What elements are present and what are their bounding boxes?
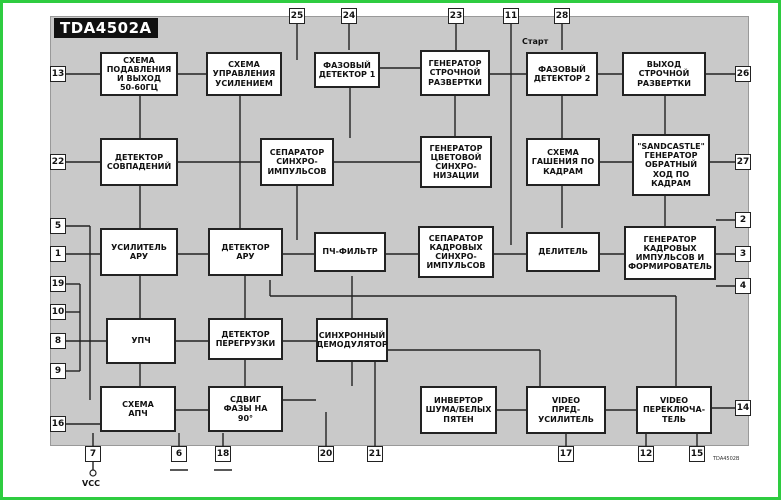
pin-5: 5 (50, 218, 66, 234)
field-blanking-block: СХЕМА ГАШЕНИЯ ПО КАДРАМ (526, 138, 600, 186)
pin-6: 6 (171, 446, 187, 462)
pin-9: 9 (50, 363, 66, 379)
pin-16: 16 (50, 416, 66, 432)
coincidence-detector-block: ДЕТЕКТОР СОВПАДЕНИЙ (100, 138, 178, 186)
divider-block: ДЕЛИТЕЛЬ (526, 232, 600, 272)
pin-27: 27 (735, 154, 751, 170)
vcc-label: VCC (82, 479, 100, 488)
afc-block: СХЕМА АПЧ (100, 386, 176, 432)
pin-24: 24 (341, 8, 357, 24)
pin-1: 1 (50, 246, 66, 262)
pin-8: 8 (50, 333, 66, 349)
overload-detector-block: ДЕТЕКТОР ПЕРЕГРУЗКИ (208, 318, 283, 360)
line-output-block: ВЫХОД СТРОЧНОЙ РАЗВЕРТКИ (622, 52, 706, 96)
field-sync-separator-block: СЕПАРАТОР КАДРОВЫХ СИНХРО- ИМПУЛЬСОВ (418, 226, 494, 278)
pin-17: 17 (558, 446, 574, 462)
pin-20: 20 (318, 446, 334, 462)
if-filter-block: ПЧ-ФИЛЬТР (314, 232, 386, 272)
agc-detector-block: ДЕТЕКТОР АРУ (208, 228, 283, 276)
pin-4: 4 (735, 278, 751, 294)
pin-25: 25 (289, 8, 305, 24)
color-sync-generator-block: ГЕНЕРАТОР ЦВЕТОВОЙ СИНХРО- НИЗАЦИИ (420, 136, 492, 188)
agc-amplifier-block: УСИЛИТЕЛЬ АРУ (100, 228, 178, 276)
pin-12: 12 (638, 446, 654, 462)
field-generator-block: ГЕНЕРАТОР КАДРОВЫХ ИМПУЛЬСОВ И ФОРМИРОВА… (624, 226, 716, 280)
pin-26: 26 (735, 66, 751, 82)
if-amplifier-block: УПЧ (106, 318, 176, 364)
pin-10: 10 (50, 304, 66, 320)
phase-shift-block: СДВИГ ФАЗЫ НА 90° (208, 386, 283, 432)
gain-control-block: СХЕМА УПРАВЛЕНИЯ УСИЛЕНИЕМ (206, 52, 282, 96)
video-preamp-block: VIDEO ПРЕД- УСИЛИТЕЛЬ (526, 386, 606, 434)
pin-22: 22 (50, 154, 66, 170)
start-label: Старт (522, 37, 549, 46)
sync-separator-block: СЕПАРАТОР СИНХРО- ИМПУЛЬСОВ (260, 138, 334, 186)
sandcastle-generator-block: "SANDCASTLE" ГЕНЕРАТОР ОБРАТНЫЙ ХОД ПО К… (632, 134, 710, 196)
pin-3: 3 (735, 246, 751, 262)
blanking-50hz-block: СХЕМА ПОДАВЛЕНИЯ И ВЫХОД 50-60Гц (100, 52, 178, 96)
drawing-code: TDA4502B (713, 456, 740, 462)
noise-inverter-block: ИНВЕРТОР ШУМА/БЕЛЫХ ПЯТЕН (420, 386, 497, 434)
vcc-terminal (89, 469, 97, 477)
pin-14: 14 (735, 400, 751, 416)
sync-demodulator-block: СИНХРОННЫЙ ДЕМОДУЛЯТОР (316, 318, 388, 362)
chip-title: TDA4502A (54, 18, 158, 38)
pin-23: 23 (448, 8, 464, 24)
video-switch-block: VIDEO ПЕРЕКЛЮЧА- ТЕЛЬ (636, 386, 712, 434)
pin-28: 28 (554, 8, 570, 24)
pin-15: 15 (689, 446, 705, 462)
pin-19: 19 (50, 276, 66, 292)
pin-2: 2 (735, 212, 751, 228)
line-generator-block: ГЕНЕРАТОР СТРОЧНОЙ РАЗВЕРТКИ (420, 50, 490, 96)
pin-21: 21 (367, 446, 383, 462)
phase-detector-2-block: ФАЗОВЫЙ ДЕТЕКТОР 2 (526, 52, 598, 96)
pin-13: 13 (50, 66, 66, 82)
pin-11: 11 (503, 8, 519, 24)
phase-detector-1-block: ФАЗОВЫЙ ДЕТЕКТОР 1 (314, 52, 380, 88)
pin-18: 18 (215, 446, 231, 462)
pin-7: 7 (85, 446, 101, 462)
